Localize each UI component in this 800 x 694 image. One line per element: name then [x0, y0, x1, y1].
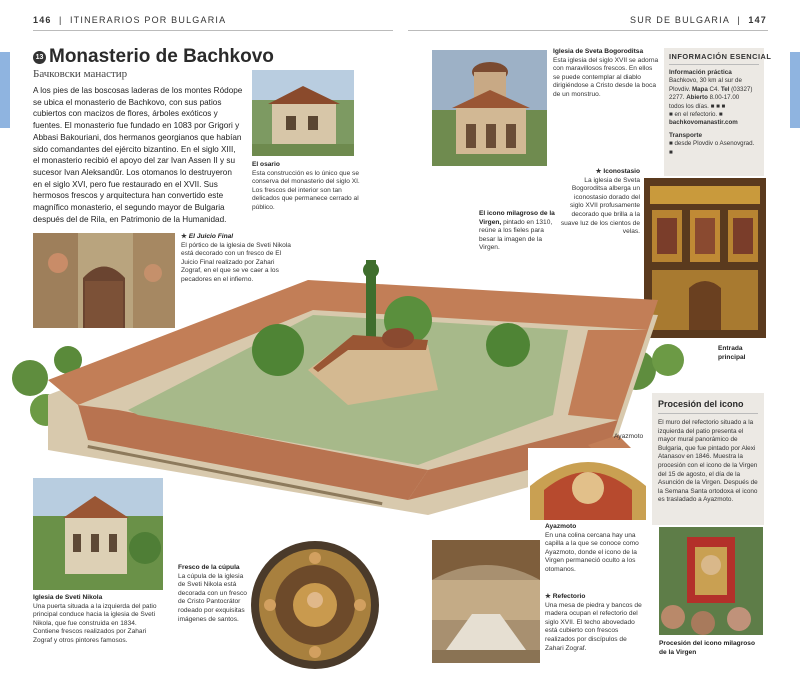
web-icon: ■: [718, 111, 723, 119]
procession-title: Procesión del icono: [658, 399, 758, 414]
page-title: Monasterio de Bachkovo: [49, 46, 274, 67]
iconostasis-photo: [644, 178, 766, 338]
ayazmoto-caption: Ayazmoto En una colina cercana hay una c…: [545, 523, 639, 573]
procession-text: El muro del refectorio situado a la izqu…: [658, 419, 758, 504]
procession-box: Procesión del icono El muro del refector…: [652, 393, 764, 525]
info-practical-title: Información práctica: [669, 69, 732, 76]
info-website-link[interactable]: bachkovomanastir.com: [669, 119, 738, 127]
ayazmoto-label: Ayazmoto: [614, 433, 644, 440]
bus-icon: ■: [669, 140, 673, 148]
iconostasis-caption: ★ Iconostasio La iglesia de Sveta Bogoro…: [560, 168, 640, 236]
dome-fresco-caption: Fresco de la cúpula La cúpula de la igle…: [178, 564, 247, 623]
header-rule-right: [408, 30, 768, 31]
miraculous-icon-caption: El icono milagroso de la Virgen, pintado…: [479, 210, 555, 252]
bogoroditsa-caption: Iglesia de Sveta Bogoroditsa Esta iglesi…: [553, 48, 659, 98]
native-name: Бачковски манастир: [33, 68, 128, 80]
info-transport-text: ■ desde Plovdiv o Asenovgrad. ■: [669, 140, 755, 156]
right-thumb-tab: [790, 52, 800, 128]
sveti-nikola-photo: [33, 478, 163, 590]
main-entrance-label: Entrada principal: [718, 345, 746, 361]
dome-fresco-photo: [250, 540, 380, 670]
osario-caption: El osario Esta construcción es lo único …: [252, 161, 360, 211]
icon-placeholder: ■ ■ ■: [710, 102, 726, 110]
star-icon: ★: [595, 168, 602, 175]
refectory-photo: [432, 540, 540, 663]
monastery-aerial-illustration: [8, 200, 708, 530]
osario-photo: [252, 70, 354, 156]
header-rule-left: [33, 30, 393, 31]
info-heading: INFORMACIÓN ESENCIAL: [669, 52, 771, 65]
sveti-nikola-caption: Iglesia de Sveti Nikola Una puerta situa…: [33, 594, 157, 644]
train-icon: ■: [669, 148, 673, 156]
essential-info-box: INFORMACIÓN ESENCIAL Información práctic…: [664, 48, 771, 176]
refectory-caption: ★ Refectorio Una mesa de piedra y bancos…: [545, 593, 642, 652]
info-transport-title: Transporte: [669, 131, 703, 139]
star-icon: ★: [181, 233, 187, 240]
restaurant-icon: ■: [669, 111, 673, 119]
ayazmoto-photo: [528, 448, 648, 520]
intro-paragraph: A los pies de las boscosas laderas de lo…: [33, 86, 243, 224]
left-thumb-tab: [0, 52, 10, 128]
left-running-header: 146 | ITINERARIOS POR BULGARIA: [33, 15, 227, 25]
entry-number-badge: 13: [33, 51, 46, 64]
juicio-final-caption: ★ El Juicio Final El pórtico de la igles…: [181, 233, 291, 283]
procession-photo-caption: Procesión del icono milagroso de la Virg…: [659, 640, 755, 656]
bogoroditsa-photo: [432, 50, 547, 166]
star-icon: ★: [545, 593, 551, 600]
procession-photo: [659, 527, 763, 635]
right-running-header: SUR DE BULGARIA | 147: [630, 15, 767, 25]
info-practical-text: Bachkovo, 30 km al sur de Plovdiv. Mapa …: [669, 77, 753, 127]
juicio-final-photo: [33, 233, 175, 328]
